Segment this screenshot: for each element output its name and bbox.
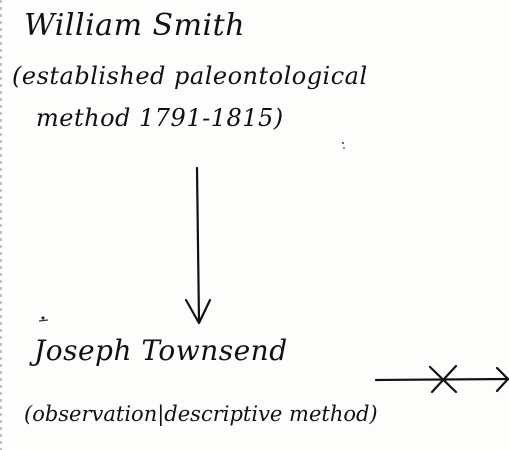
arrow-smith-to-townsend bbox=[184, 166, 212, 325]
ink-speck bbox=[343, 147, 345, 149]
ink-speck bbox=[38, 319, 49, 322]
node-joseph-townsend-name: Joseph Townsend bbox=[34, 334, 288, 367]
ink-speck bbox=[41, 316, 45, 320]
node-joseph-townsend-description: (observation|descriptive method) bbox=[24, 402, 378, 426]
arrow-head bbox=[184, 298, 212, 325]
ink-speck bbox=[341, 141, 345, 145]
arrow-shaft bbox=[195, 166, 201, 324]
cross-mark-stroke-2 bbox=[430, 364, 458, 394]
node-william-smith-name: William Smith bbox=[24, 8, 246, 43]
ink-specks bbox=[38, 141, 345, 322]
crossed-arrow-townsend-right bbox=[374, 364, 509, 394]
node-william-smith-description-line-1: (established paleontological bbox=[12, 62, 368, 90]
crossed-arrow-head bbox=[495, 366, 509, 393]
node-william-smith-description-line-2: method 1791-1815) bbox=[36, 104, 284, 132]
